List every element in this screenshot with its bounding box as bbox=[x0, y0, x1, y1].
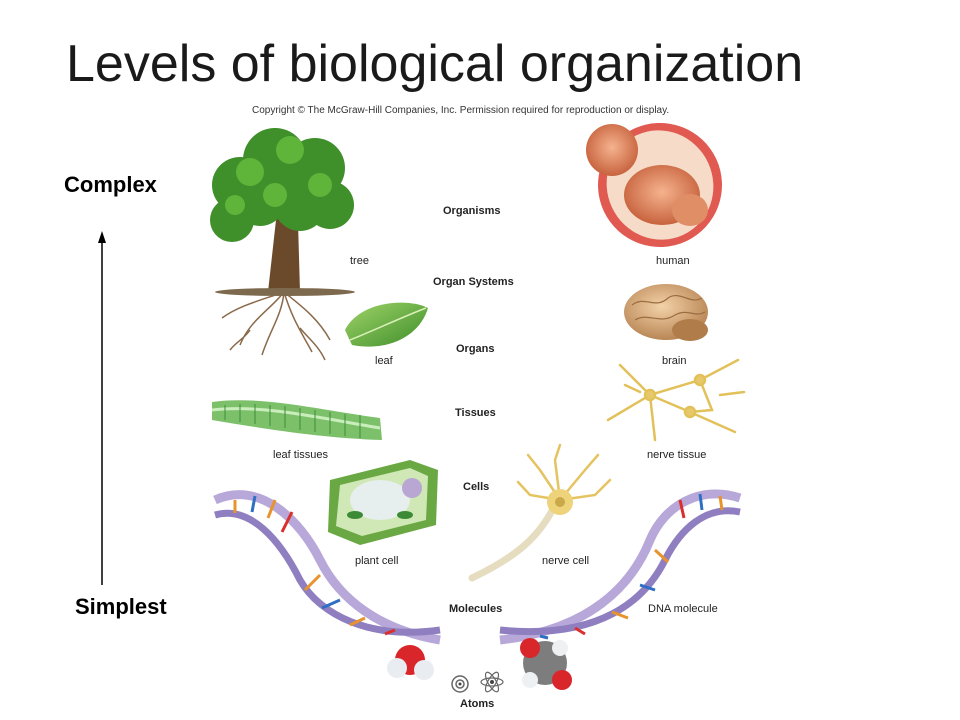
dna-helix-illustration-right bbox=[499, 489, 742, 645]
caption-leaf-tissues: leaf tissues bbox=[273, 449, 329, 461]
dna-helix-illustration-left bbox=[213, 490, 441, 645]
page-title: Levels of biological organization bbox=[66, 35, 804, 93]
level-organisms: Organisms bbox=[443, 205, 501, 217]
leaf-illustration bbox=[345, 302, 428, 347]
caption-tree: tree bbox=[350, 255, 369, 267]
scale-top-label: Complex bbox=[64, 172, 157, 197]
level-molecules: Molecules bbox=[449, 603, 503, 615]
plant-cell-illustration bbox=[328, 460, 438, 545]
caption-nerve-cell: nerve cell bbox=[542, 555, 590, 567]
caption-plant-cell: plant cell bbox=[355, 555, 399, 567]
copyright-notice: Copyright © The McGraw-Hill Companies, I… bbox=[252, 105, 670, 116]
nerve-tissue-illustration bbox=[606, 358, 746, 442]
level-organ-systems: Organ Systems bbox=[433, 276, 514, 288]
fetus-illustration bbox=[586, 122, 722, 247]
brain-illustration bbox=[624, 284, 708, 341]
caption-leaf: leaf bbox=[375, 355, 393, 367]
caption-dna-molecule: DNA molecule bbox=[648, 603, 718, 615]
caption-brain: brain bbox=[662, 355, 687, 367]
caption-human: human bbox=[656, 255, 690, 267]
level-organs: Organs bbox=[456, 343, 495, 355]
scale-bottom-label: Simplest bbox=[75, 594, 167, 619]
level-tissues: Tissues bbox=[455, 407, 496, 419]
caption-nerve-tissue: nerve tissue bbox=[647, 449, 707, 461]
water-molecule-illustration bbox=[387, 645, 434, 680]
nerve-cell-illustration bbox=[468, 443, 612, 582]
level-cells: Cells bbox=[463, 481, 490, 493]
leaf-tissue-illustration bbox=[211, 400, 382, 440]
organic-molecule-illustration bbox=[520, 638, 572, 690]
tree-illustration bbox=[210, 128, 355, 361]
atom-illustration bbox=[451, 671, 504, 693]
level-atoms: Atoms bbox=[460, 698, 495, 710]
